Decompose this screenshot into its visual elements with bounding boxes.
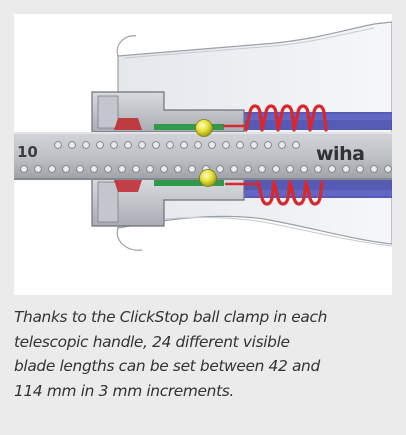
clickstop-balls <box>195 119 217 187</box>
figure-caption: Thanks to the ClickStop ball clamp in ea… <box>14 308 328 400</box>
brand-logo: wiha <box>316 143 364 165</box>
handle-cutaway-illustration: 10 wiha <box>14 21 392 251</box>
blade-number: 10 <box>17 143 38 161</box>
spring-top <box>244 104 328 132</box>
clamp-ball-top <box>195 119 213 137</box>
spring-bottom <box>256 180 324 206</box>
springs <box>222 104 328 206</box>
blade-detent-holes <box>20 141 392 173</box>
clamp-ball-bottom <box>199 169 217 187</box>
clickstop-diagram: 10 wiha <box>14 14 392 295</box>
clamp-parts <box>114 118 224 192</box>
